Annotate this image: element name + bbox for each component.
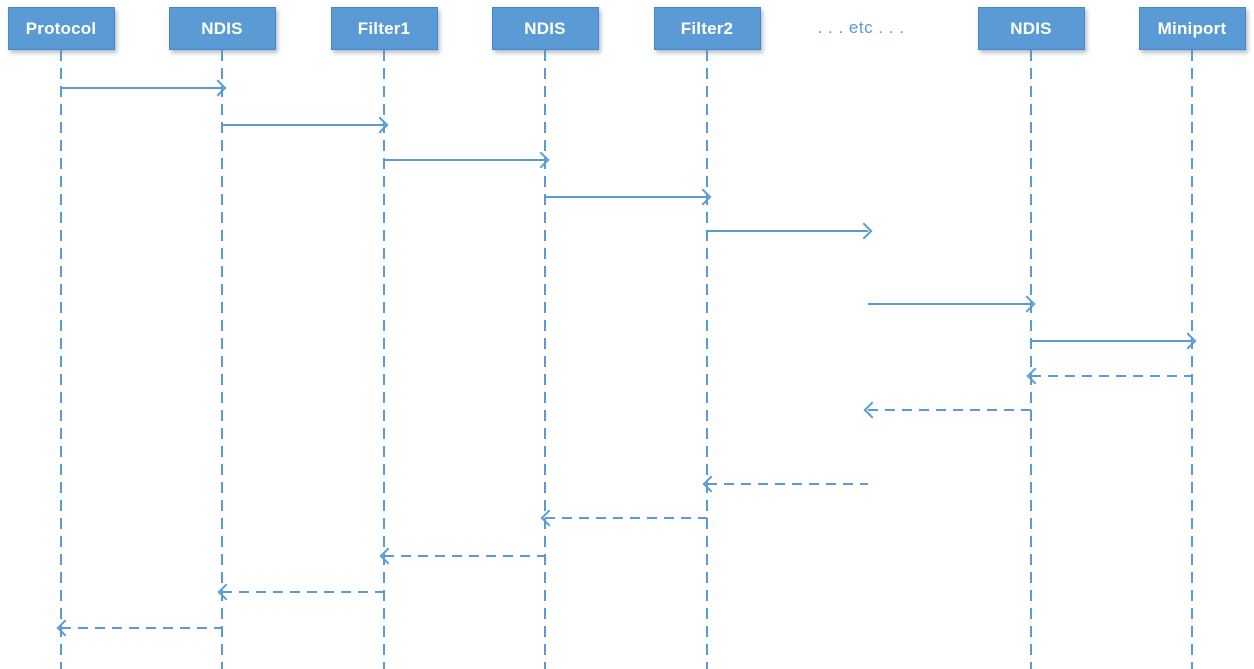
request-arrow-0	[61, 79, 227, 97]
lifeline-filter2-4	[706, 50, 708, 669]
response-arrow-9	[702, 475, 868, 493]
arrowhead-icon	[371, 116, 389, 134]
lifeline-ndis-3	[544, 50, 546, 669]
request-arrow-2	[384, 151, 550, 169]
arrowhead-icon	[1179, 332, 1197, 350]
arrowhead-icon	[1018, 295, 1036, 313]
actor-box-miniport-6: Miniport	[1138, 7, 1246, 50]
response-arrow-11	[379, 547, 545, 565]
response-arrow-13	[56, 619, 222, 637]
lifeline-miniport-6	[1191, 50, 1193, 669]
response-arrow-8	[863, 401, 1031, 419]
lifeline-protocol-0	[60, 50, 62, 669]
request-arrow-3	[545, 188, 712, 206]
actor-label: NDIS	[1010, 18, 1052, 38]
response-arrow-7	[1026, 367, 1192, 385]
lifeline-ndis-5	[1030, 50, 1032, 669]
lifeline-filter1-2	[383, 50, 385, 669]
actor-label: Filter2	[680, 18, 734, 38]
arrowhead-icon	[863, 401, 881, 419]
arrowhead-icon	[532, 151, 550, 169]
lifeline-ndis-1	[221, 50, 223, 669]
actor-label: Protocol	[25, 18, 97, 38]
request-arrow-1	[222, 116, 389, 134]
request-arrow-5	[868, 295, 1036, 313]
actor-label: Miniport	[1157, 18, 1227, 38]
actor-box-filter2-4: Filter2	[653, 7, 761, 50]
arrowhead-icon	[694, 188, 712, 206]
arrowhead-icon	[209, 79, 227, 97]
actor-label: NDIS	[524, 18, 566, 38]
actor-box-ndis-5: NDIS	[977, 7, 1085, 50]
response-arrow-10	[540, 509, 707, 527]
actor-box-ndis-3: NDIS	[491, 7, 599, 50]
actor-box-filter1-2: Filter1	[330, 7, 438, 50]
arrowhead-icon	[855, 222, 873, 240]
actor-label: Filter1	[357, 18, 411, 38]
actor-box-protocol-0: Protocol	[7, 7, 115, 50]
etc-label: . . . etc . . .	[817, 18, 905, 37]
response-arrow-12	[217, 583, 384, 601]
actor-box-ndis-1: NDIS	[168, 7, 276, 50]
request-arrow-6	[1031, 332, 1197, 350]
request-arrow-4	[707, 222, 873, 240]
actor-label: NDIS	[201, 18, 243, 38]
